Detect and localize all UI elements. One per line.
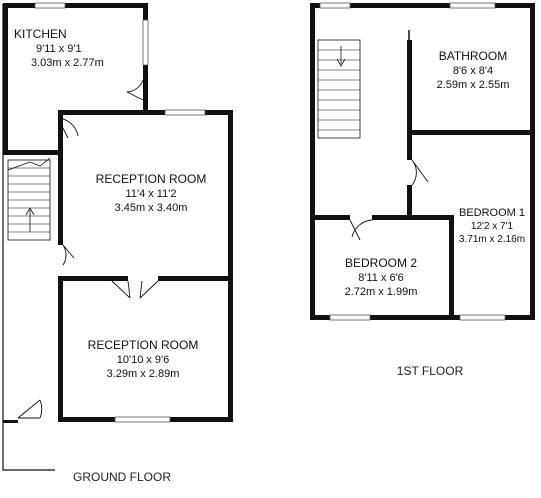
first-floor-plan — [310, 2, 535, 321]
first-right-wall — [530, 3, 535, 320]
reception-2-metric: 3.29m x 2.89m — [107, 368, 180, 380]
partition-right — [158, 276, 233, 281]
entrance-door — [17, 399, 43, 419]
bathroom-name: BATHROOM — [439, 49, 507, 63]
bedroom-2-metric: 2.72m x 1.99m — [345, 286, 418, 298]
reception-1-left-wall — [58, 110, 63, 245]
kitchen-door — [126, 79, 144, 101]
bedroom-2-right-wall — [449, 215, 454, 320]
first-floor-label: 1ST FLOOR — [397, 364, 464, 378]
kitchen-top-window — [34, 2, 66, 9]
reception-2-name: RECEPTION ROOM — [88, 338, 199, 352]
kitchen-left-wall — [3, 3, 8, 153]
bathroom-metric: 2.59m x 2.55m — [437, 79, 510, 91]
entrance-step — [3, 420, 18, 423]
reception-2-window — [114, 416, 171, 423]
bathroom-window — [449, 2, 496, 9]
bedroom-1-imperial: 12'2 x 7'1 — [471, 221, 514, 232]
bedroom-2-top-right — [372, 215, 452, 220]
kitchen-name: KITCHEN — [14, 27, 67, 41]
partition-left — [58, 276, 128, 281]
landing-window — [319, 2, 351, 9]
reception-1-top-wall — [58, 110, 233, 115]
ground-floor-outline — [2, 4, 55, 471]
kitchen-imperial: 9'11 x 9'1 — [36, 43, 82, 55]
bedroom-1-name: BEDROOM 1 — [459, 207, 525, 219]
ground-floor-label: GROUND FLOOR — [73, 470, 171, 484]
reception-2-left-wall — [58, 276, 63, 422]
reception-1-metric: 3.45m x 3.40m — [115, 202, 188, 214]
reception-right-wall — [228, 110, 233, 422]
landing-right-wall — [407, 185, 412, 215]
first-top-wall — [310, 3, 535, 8]
first-left-wall — [310, 3, 315, 320]
reception-1-name: RECEPTION ROOM — [96, 172, 207, 186]
first-stairs — [317, 39, 361, 139]
reception-1-window — [164, 109, 206, 116]
kitchen-top-wall — [3, 3, 148, 8]
bathroom-imperial: 8'6 x 8'4 — [453, 65, 493, 77]
bedroom-1-window — [459, 314, 506, 321]
bedroom-2-top-left — [315, 215, 350, 220]
kitchen-side-window — [142, 19, 149, 66]
bedroom-2-window — [329, 314, 371, 321]
bedroom-2-name: BEDROOM 2 — [345, 256, 417, 270]
hall-top-wall — [3, 150, 58, 155]
room-labels: KITCHEN 9'11 x 9'1 3.03m x 2.77m RECEPTI… — [14, 27, 525, 380]
ground-stairs — [7, 157, 51, 241]
bedroom-1-metric: 3.71m x 2.16m — [459, 234, 525, 245]
bathroom-left-wall — [407, 40, 412, 160]
reception-1-door — [62, 244, 75, 266]
ground-floor-plan — [2, 2, 233, 471]
bedroom-1-door — [411, 159, 429, 186]
first-bottom-wall — [310, 315, 535, 320]
reception-2-imperial: 10'10 x 9'6 — [117, 354, 170, 366]
bathroom-bottom-wall — [407, 130, 535, 135]
double-doors — [111, 280, 159, 299]
bedroom-2-door — [349, 219, 373, 241]
bedroom-2-imperial: 8'11 x 6'6 — [358, 272, 404, 284]
kitchen-metric: 3.03m x 2.77m — [31, 57, 104, 69]
reception-1-imperial: 11'4 x 11'2 — [126, 188, 177, 200]
